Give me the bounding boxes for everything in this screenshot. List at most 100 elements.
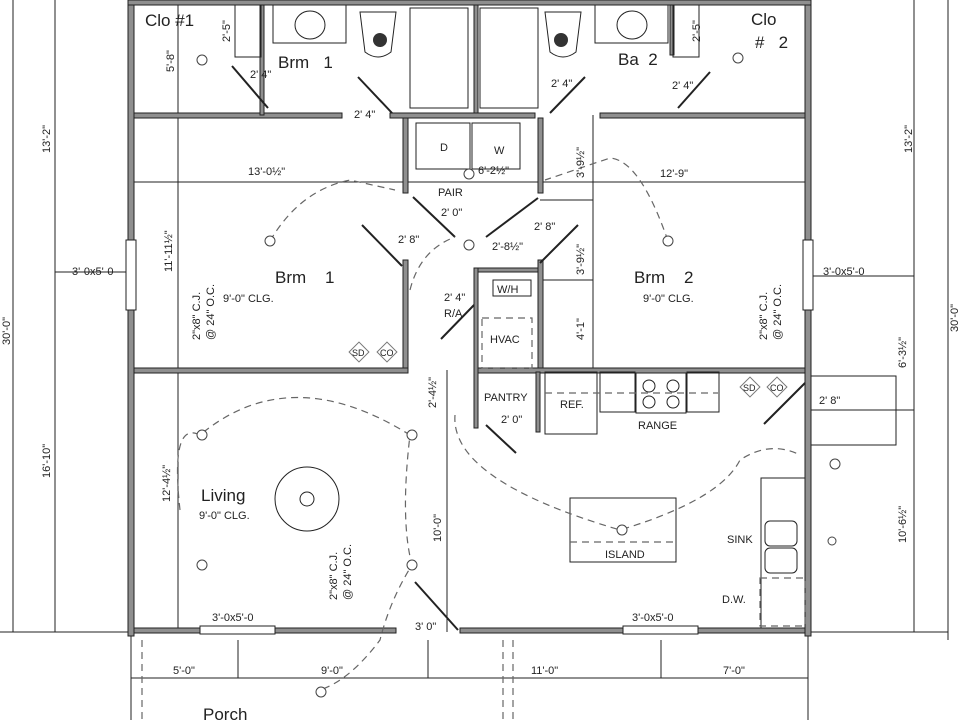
ceiling-joist-note-bedroom-1: 2"x8" C.J. @ 24" O.C. (191, 284, 217, 340)
window-bedroom-2 (802, 239, 814, 311)
light-fixture (732, 52, 744, 64)
dim-closet-1-shelf: 2'-5" (221, 20, 233, 42)
toilet-2 (544, 11, 582, 58)
dim-hall-bottom: 4'-1" (575, 318, 587, 340)
return-air-label: R/A (444, 308, 463, 320)
ceiling-joist-note-bedroom-2: 2"x8" C.J. @ 24" O.C. (758, 284, 784, 340)
light-fixture (196, 429, 208, 441)
dim-closet-2-shelf: 2'-5" (691, 20, 703, 42)
sink-counter (760, 477, 806, 629)
window-kitchen (622, 625, 699, 635)
vanity-2 (594, 4, 669, 44)
light-fixture (463, 239, 475, 251)
dim-porch-4: 7'-0" (723, 665, 745, 677)
co-detector-label: CO (770, 383, 784, 393)
vanity-1 (272, 4, 347, 44)
door-bedroom-2 (485, 197, 539, 238)
door-label-closet-1: 2' 4" (250, 69, 271, 81)
ceiling-fan (274, 466, 340, 532)
dim-bedroom-2-width: 12'-9" (660, 168, 688, 180)
room-closet-1: Clo #1 (145, 11, 194, 30)
windows (125, 239, 814, 635)
dim-hall-width: 2'-8½" (492, 241, 523, 253)
dryer (415, 122, 471, 170)
svg-text:@ 24" O.C.: @ 24" O.C. (205, 284, 217, 340)
dim-hall-lower: 3'-9½" (575, 244, 587, 275)
dim-upper-right: 13'-2" (903, 125, 915, 153)
door-label-bedroom-1: 2' 8" (398, 234, 419, 246)
room-living: Living (201, 486, 245, 505)
fixtures (234, 4, 897, 629)
dim-porch-2: 9'-0" (321, 665, 343, 677)
dim-bedroom-1-depth: 11'-11½" (163, 230, 175, 272)
dim-lower-left: 16'-10" (41, 444, 53, 478)
window-label-bedroom-1: 3'-0x5'-0 (72, 266, 114, 278)
room-bath-2: Ba 2 (618, 50, 658, 69)
light-fixture (829, 458, 841, 470)
dim-porch-3: 11'-0" (531, 665, 558, 677)
range-label: RANGE (638, 420, 677, 432)
doors (231, 65, 806, 631)
dryer-label: D (440, 142, 448, 154)
hvac-unit (481, 317, 533, 369)
door-bedroom-1 (361, 224, 403, 267)
refrigerator-label: REF. (560, 399, 584, 411)
dim-porch-1: 5'-0" (173, 665, 195, 677)
light-fixture (463, 168, 475, 180)
room-bedroom-2: Brm 2 (634, 268, 694, 287)
exterior-outlet (827, 536, 837, 546)
room-bedroom-1: Brm 1 (275, 268, 335, 287)
light-fixture (264, 235, 276, 247)
svg-text:2"x8" C.J.: 2"x8" C.J. (191, 292, 203, 340)
dim-overall-right: 30'-0" (949, 304, 960, 332)
rear-landing (810, 375, 897, 446)
electrical: SD CO SD CO (176, 52, 841, 698)
door-bath-2 (549, 76, 586, 114)
tub-2 (479, 7, 539, 109)
door-bedroom-2b (539, 224, 579, 264)
door-laundry (412, 196, 456, 238)
refrigerator (544, 371, 598, 435)
window-bedroom-1 (125, 239, 137, 311)
light-fixture (406, 429, 418, 441)
porch-outline (141, 640, 514, 720)
svg-text:2"x8" C.J.: 2"x8" C.J. (328, 552, 340, 600)
dim-bedroom-1-width: 13'-0½" (248, 166, 285, 178)
door-label-bedroom-2: 2' 8" (534, 221, 555, 233)
light-fixture (616, 524, 628, 536)
room-pantry: PANTRY (484, 392, 528, 404)
room-porch: Porch (203, 705, 247, 720)
room-closet-2-number: # 2 (755, 33, 788, 52)
room-laundry: PAIR (438, 187, 463, 199)
door-closet-1 (231, 65, 269, 109)
window-label-living: 3'-0x5'-0 (212, 612, 254, 624)
dim-living-depth: 12'-4½" (161, 465, 173, 502)
walls (127, 0, 812, 637)
light-fixture (315, 686, 327, 698)
door-bath-1 (357, 76, 393, 114)
svg-text:@ 24" O.C.: @ 24" O.C. (342, 544, 354, 600)
svg-text:@ 24" O.C.: @ 24" O.C. (772, 284, 784, 340)
door-pantry (485, 424, 517, 454)
dim-closet-1-depth: 5'-8" (165, 50, 177, 72)
dim-hall-upper: 3'-9½" (575, 147, 587, 178)
island-label: ISLAND (605, 549, 645, 561)
tub-1 (409, 7, 469, 109)
toilet-1 (359, 11, 397, 58)
dishwasher-unit (759, 577, 806, 627)
door-label-bath-2: 2' 4" (551, 78, 572, 90)
water-heater-label: W/H (497, 284, 518, 296)
door-closet-2 (677, 71, 711, 109)
ceiling-living: 9'-0" CLG. (199, 510, 250, 522)
room-bath-1: Brm 1 (278, 53, 333, 72)
ceiling-joist-note-living: 2"x8" C.J. @ 24" O.C. (328, 544, 354, 600)
dim-overall-left: 30'-0" (1, 317, 13, 345)
room-closet-2: Clo (751, 10, 777, 29)
ceiling-bedroom-2: 9'-0" CLG. (643, 293, 694, 305)
dim-right-lower: 10'-6½" (897, 506, 909, 543)
dim-laundry-width: 6'-2½" (478, 165, 509, 177)
co-detector-label: CO (380, 348, 394, 358)
light-fixture (196, 54, 208, 66)
